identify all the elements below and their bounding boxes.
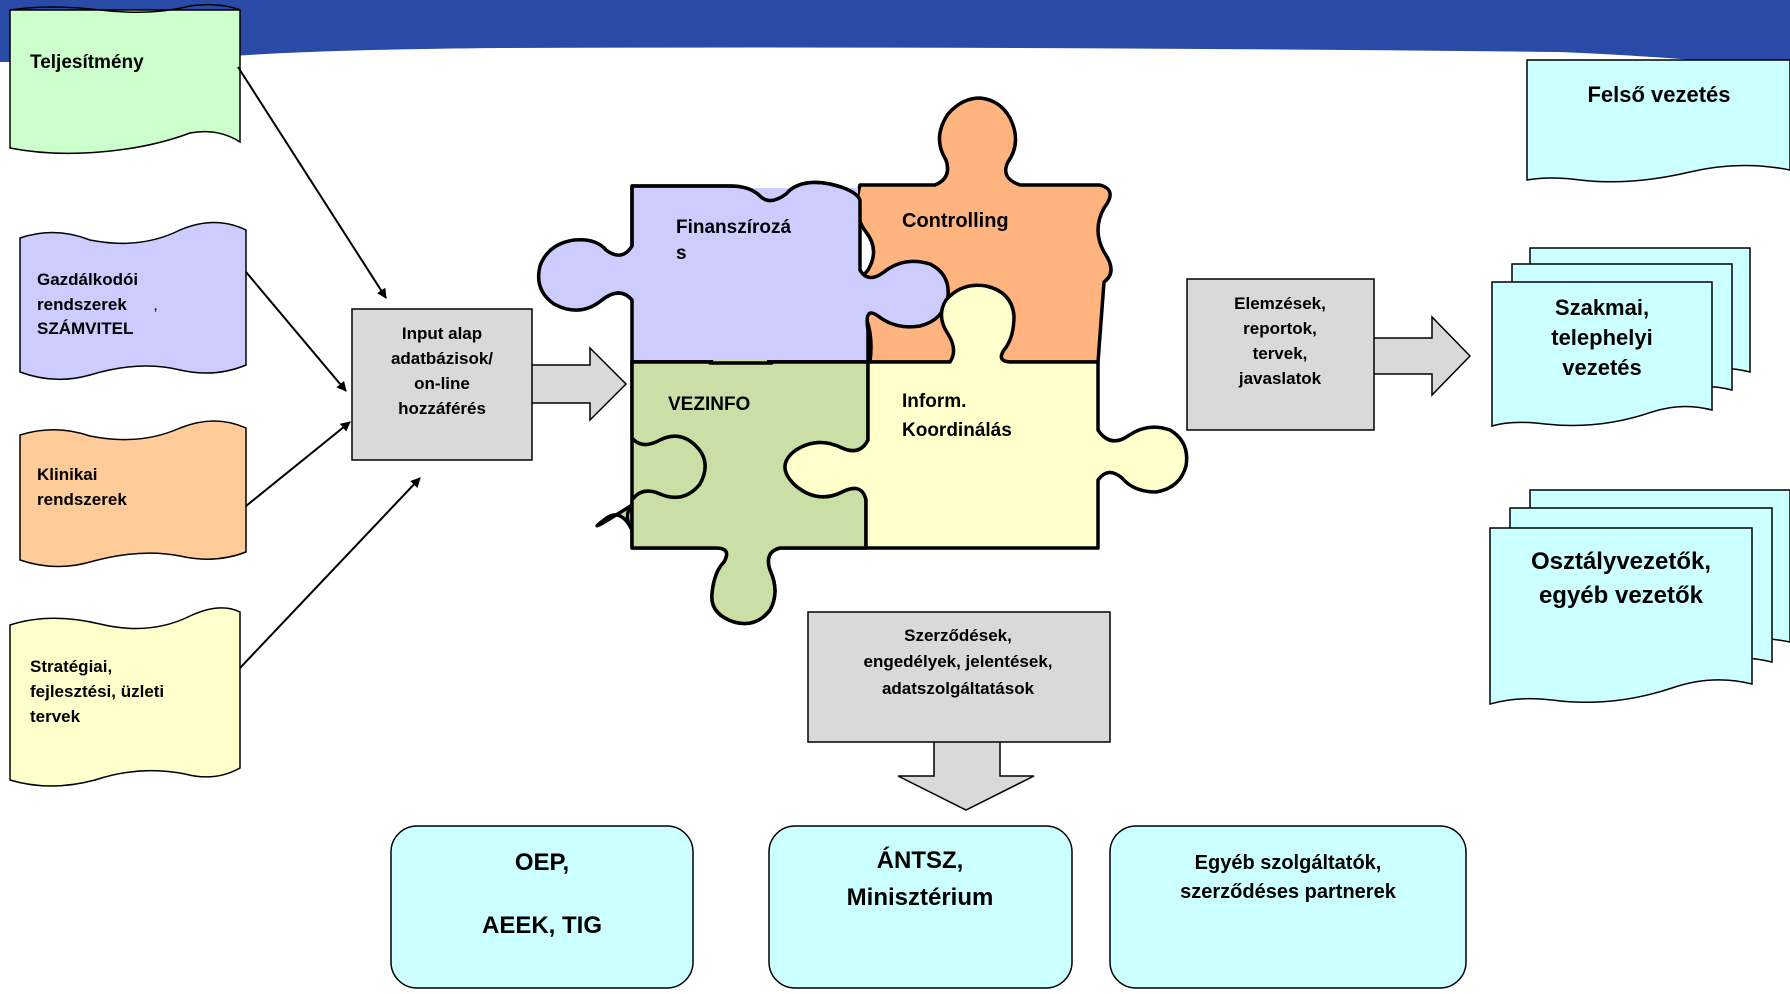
management-szakmai-line-3: vezetés bbox=[1562, 355, 1642, 380]
external-oep-line-1: OEP, bbox=[515, 849, 569, 876]
external-oep: OEP, AEEK, TIG bbox=[390, 825, 694, 989]
szerzodesek-box: Szerződések, engedélyek, jelentések, ada… bbox=[807, 611, 1111, 811]
puzzle-label-inform-2: Koordinálás bbox=[902, 420, 1012, 441]
source-gazdalkodoi-label-3: SZÁMVITEL bbox=[37, 319, 133, 338]
management-szakmai: Szakmai, telephelyi vezetés bbox=[1491, 247, 1751, 428]
source-strategiai-label-2: fejlesztési, üzleti bbox=[30, 682, 164, 701]
management-szakmai-line-2: telephelyi bbox=[1551, 325, 1652, 350]
puzzle: Finanszírozá s Controlling VEZINFO Infor… bbox=[536, 96, 1189, 626]
external-antsz-line-2: Minisztérium bbox=[847, 884, 994, 911]
elemzesek-line-4: javaslatok bbox=[1238, 369, 1322, 388]
puzzle-label-vezinfo: VEZINFO bbox=[668, 394, 750, 415]
source-gazdalkodoi-label-1: Gazdálkodói bbox=[37, 270, 138, 289]
source-klinikai-label-2: rendszerek bbox=[37, 490, 127, 509]
source-gazdalkodoi: Gazdálkodói rendszerek , SZÁMVITEL bbox=[19, 221, 247, 381]
puzzle-label-finanszirozas-2: s bbox=[676, 243, 687, 264]
szerzodesek-line-1: Szerződések, bbox=[904, 626, 1012, 645]
source-gazdalkodoi-comma: , bbox=[154, 301, 157, 313]
source-teljesitmeny-label: Teljesítmény bbox=[30, 52, 144, 73]
puzzle-label-controlling: Controlling bbox=[902, 210, 1009, 232]
elemzesek-box: Elemzések, reportok, tervek, javaslatok bbox=[1186, 278, 1472, 431]
arrow-klinikai bbox=[245, 421, 351, 507]
input-box-line-4: hozzáférés bbox=[398, 399, 486, 418]
management-szakmai-line-1: Szakmai, bbox=[1555, 295, 1649, 320]
source-gazdalkodoi-label-2: rendszerek bbox=[37, 295, 127, 314]
management-osztaly-line-1: Osztályvezetők, bbox=[1531, 548, 1711, 575]
external-antsz-line-1: ÁNTSZ, bbox=[877, 846, 964, 874]
management-felso: Felső vezetés bbox=[1526, 59, 1790, 183]
source-teljesitmeny: Teljesítmény bbox=[9, 3, 241, 155]
szerzodesek-line-3: adatszolgáltatások bbox=[882, 679, 1035, 698]
management-felso-label: Felső vezetés bbox=[1587, 82, 1730, 107]
external-egyeb: Egyéb szolgáltatók, szerződéses partnere… bbox=[1109, 825, 1467, 989]
external-egyeb-line-1: Egyéb szolgáltatók, bbox=[1195, 852, 1382, 874]
external-egyeb-line-2: szerződéses partnerek bbox=[1180, 881, 1397, 903]
source-klinikai-label-1: Klinikai bbox=[37, 465, 97, 484]
input-box-line-3: on-line bbox=[414, 374, 470, 393]
puzzle-piece-inform bbox=[783, 283, 1189, 550]
arrow-strategiai bbox=[239, 477, 421, 669]
external-antsz: ÁNTSZ, Minisztérium bbox=[768, 825, 1073, 989]
arrow-gazdalkodoi bbox=[245, 271, 347, 392]
input-box-line-2: adatbázisok/ bbox=[391, 349, 493, 368]
puzzle-label-finanszirozas-1: Finanszírozá bbox=[676, 217, 792, 238]
szerzodesek-line-2: engedélyek, jelentések, bbox=[864, 652, 1053, 671]
elemzesek-line-1: Elemzések, bbox=[1234, 294, 1326, 313]
arrow-teljesitmeny bbox=[237, 66, 387, 299]
source-klinikai: Klinikai rendszerek bbox=[19, 420, 247, 568]
source-strategiai: Stratégiai, fejlesztési, üzleti tervek bbox=[9, 607, 241, 787]
elemzesek-line-3: tervek, bbox=[1253, 344, 1308, 363]
external-oep-line-2: AEEK, TIG bbox=[482, 912, 602, 939]
puzzle-knob-finanszirozas-top bbox=[634, 188, 858, 360]
management-osztaly-line-2: egyéb vezetők bbox=[1539, 582, 1704, 609]
source-strategiai-label-1: Stratégiai, bbox=[30, 657, 112, 676]
puzzle-label-inform-1: Inform. bbox=[902, 391, 966, 412]
input-box-line-1: Input alap bbox=[402, 324, 482, 343]
source-arrows bbox=[237, 66, 421, 669]
header-banner bbox=[0, 0, 1790, 70]
puzzle-piece-finanszirozas-outline bbox=[630, 180, 862, 246]
input-box: Input alap adatbázisok/ on-line hozzáfér… bbox=[351, 308, 628, 461]
management-osztaly: Osztályvezetők, egyéb vezetők bbox=[1489, 489, 1790, 705]
elemzesek-line-2: reportok, bbox=[1243, 319, 1317, 338]
source-strategiai-label-3: tervek bbox=[30, 707, 81, 726]
